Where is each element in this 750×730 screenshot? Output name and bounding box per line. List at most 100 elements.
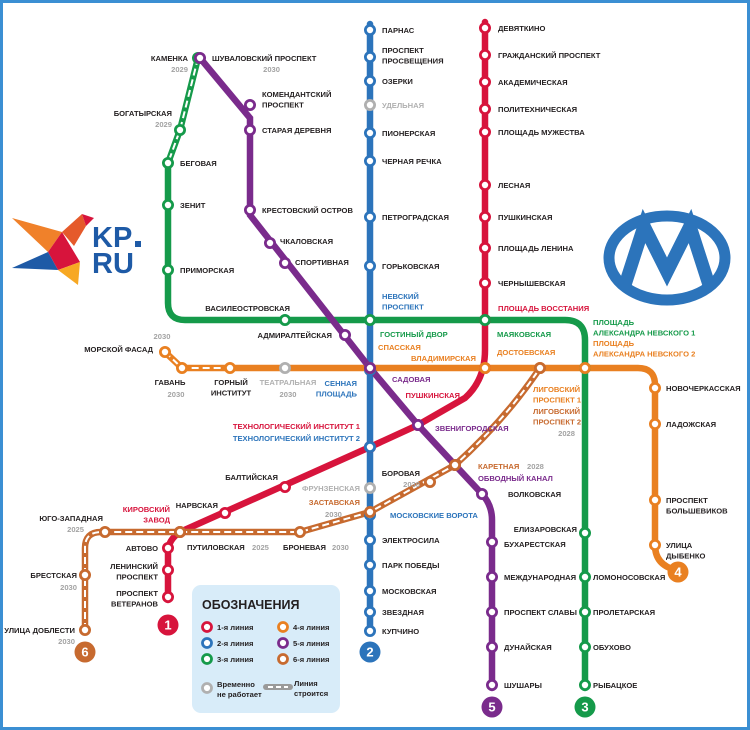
station[interactable]: ЛОМОНОСОВСКАЯ	[579, 571, 665, 584]
station[interactable]: РЫБАЦКОЕ	[579, 679, 637, 692]
station-marker-icon[interactable]	[363, 313, 376, 326]
station-marker-icon[interactable]	[579, 606, 592, 619]
station-marker-icon[interactable]	[363, 559, 376, 572]
station-marker-icon[interactable]	[173, 526, 186, 539]
station[interactable]: ЧЕРНЫШЕВСКАЯ	[478, 276, 565, 289]
station-marker-icon[interactable]	[79, 569, 92, 582]
station-marker-icon[interactable]	[278, 313, 291, 326]
station-marker-icon[interactable]	[363, 75, 376, 88]
station[interactable]: УДЕЛЬНАЯ	[363, 99, 424, 112]
station-marker-icon[interactable]	[478, 178, 491, 191]
station-marker-icon[interactable]	[278, 480, 291, 493]
station-marker-icon[interactable]	[485, 536, 498, 549]
station[interactable]: ПОЛИТЕХНИЧЕСКАЯ	[478, 103, 577, 116]
station-marker-icon[interactable]	[363, 481, 376, 494]
station-marker-icon[interactable]	[579, 571, 592, 584]
station-marker-icon[interactable]	[175, 361, 188, 374]
station[interactable]: ЗЕНИТ	[161, 198, 206, 211]
station-marker-icon[interactable]	[478, 103, 491, 116]
station-marker-icon[interactable]	[475, 487, 488, 500]
station[interactable]: АДМИРАЛТЕЙСКАЯ	[258, 328, 351, 341]
station-marker-icon[interactable]	[478, 313, 491, 326]
station-marker-icon[interactable]	[363, 534, 376, 547]
station[interactable]: ЛЕСНАЯ	[478, 178, 530, 191]
station-marker-icon[interactable]	[478, 126, 491, 139]
station-marker-icon[interactable]	[363, 625, 376, 638]
station-marker-icon[interactable]	[363, 606, 376, 619]
station[interactable]: ПАРК ПОБЕДЫ	[363, 559, 439, 572]
station[interactable]: НАРВСКАЯ	[176, 501, 231, 519]
station-marker-icon[interactable]	[478, 76, 491, 89]
station-marker-icon[interactable]	[79, 624, 92, 637]
station-marker-icon[interactable]	[158, 345, 171, 358]
station[interactable]: САДОВАЯ	[363, 361, 430, 384]
station-marker-icon[interactable]	[363, 585, 376, 598]
station[interactable]: НОВОЧЕРКАССКАЯ	[649, 381, 741, 394]
station[interactable]: АКАДЕМИЧЕСКАЯ	[478, 76, 568, 89]
station[interactable]: ГОРЬКОВСКАЯ	[363, 259, 439, 272]
station-marker-icon[interactable]	[478, 210, 491, 223]
station-marker-icon[interactable]	[363, 210, 376, 223]
station[interactable]: ВАСИЛЕОСТРОВСКАЯ	[205, 304, 291, 326]
station-marker-icon[interactable]	[485, 679, 498, 692]
station-marker-icon[interactable]	[423, 475, 436, 488]
station-marker-icon[interactable]	[579, 679, 592, 692]
station[interactable]: СТАРАЯ ДЕРЕВНЯ	[243, 124, 331, 137]
station[interactable]: ТЕХНОЛОГИЧЕСКИЙ ИНСТИТУТ 2	[233, 434, 376, 453]
station[interactable]: ПИОНЕРСКАЯ	[363, 126, 435, 139]
station[interactable]: БУХАРЕСТСКАЯ	[485, 536, 566, 549]
station-marker-icon[interactable]	[363, 51, 376, 64]
station[interactable]: СПОРТИВНАЯ	[278, 256, 349, 269]
station[interactable]: ЗВЕЗДНАЯ	[363, 606, 424, 619]
station-marker-icon[interactable]	[649, 381, 662, 394]
station-marker-icon[interactable]	[478, 241, 491, 254]
station-marker-icon[interactable]	[579, 361, 592, 374]
station-marker-icon[interactable]	[649, 539, 662, 552]
station[interactable]: ЧКАЛОВСКАЯ	[263, 236, 333, 249]
station-marker-icon[interactable]	[478, 276, 491, 289]
station-marker-icon[interactable]	[485, 641, 498, 654]
station-marker-icon[interactable]	[478, 21, 491, 34]
station[interactable]: ПРИМОРСКАЯ	[161, 263, 234, 276]
station[interactable]: МЕЖДУНАРОДНАЯ	[485, 571, 576, 584]
station-marker-icon[interactable]	[173, 124, 186, 137]
station-marker-icon[interactable]	[161, 591, 174, 604]
station-marker-icon[interactable]	[649, 493, 662, 506]
station[interactable]: МОСКОВСКАЯ	[363, 585, 437, 598]
station-marker-icon[interactable]	[485, 606, 498, 619]
station-marker-icon[interactable]	[363, 259, 376, 272]
station-marker-icon[interactable]	[363, 361, 376, 374]
station[interactable]: АВТОВО	[126, 542, 174, 555]
station-marker-icon[interactable]	[161, 542, 174, 555]
station[interactable]: ВОЛКОВСКАЯ	[475, 487, 561, 500]
station-marker-icon[interactable]	[243, 99, 256, 112]
station-marker-icon[interactable]	[338, 328, 351, 341]
station-marker-icon[interactable]	[278, 256, 291, 269]
station[interactable]: ДУНАЙСКАЯ	[485, 641, 552, 654]
station-marker-icon[interactable]	[478, 361, 491, 374]
station[interactable]: ПЛОЩАДЬ ЛЕНИНА	[478, 241, 574, 254]
station[interactable]: КРЕСТОВСКИЙ ОСТРОВ	[243, 203, 353, 216]
station[interactable]: ФРУНЗЕНСКАЯ	[302, 481, 376, 494]
station-marker-icon[interactable]	[193, 52, 206, 65]
station[interactable]: ПРОЛЕТАРСКАЯ	[579, 606, 655, 619]
station-marker-icon[interactable]	[485, 571, 498, 584]
station-marker-icon[interactable]	[223, 361, 236, 374]
station[interactable]: ПРОСПЕКТ СЛАВЫ	[485, 606, 577, 619]
station[interactable]: КУПЧИНО	[363, 625, 419, 638]
